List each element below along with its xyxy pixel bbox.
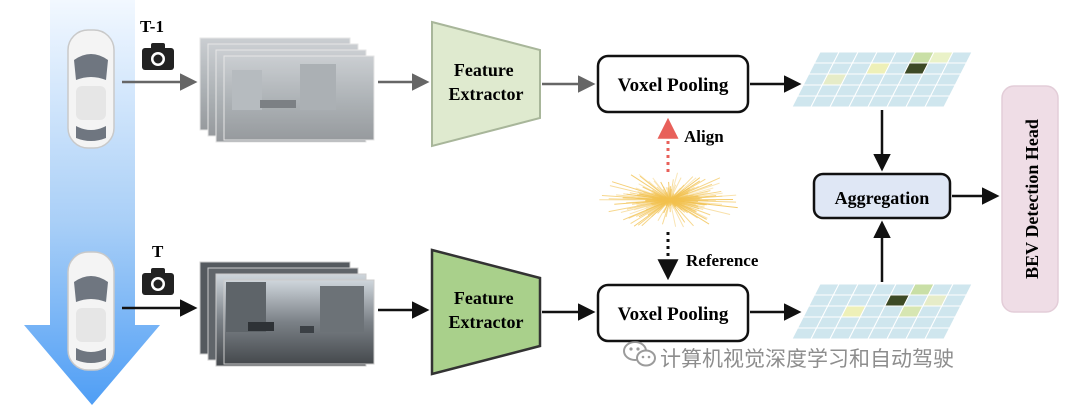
point-cloud-ray bbox=[669, 172, 679, 201]
image-stack-prev bbox=[199, 37, 375, 143]
feature-extractor-curr-line2: Extractor bbox=[449, 312, 524, 332]
watermark: 计算机视觉深度学习和自动驾驶 bbox=[623, 341, 954, 371]
point-cloud-ray bbox=[669, 199, 677, 227]
svg-text:Feature Extractor: Feature Extractor bbox=[449, 288, 524, 332]
voxel-pooling-curr: Voxel Pooling bbox=[596, 283, 750, 343]
point-cloud-ray bbox=[645, 199, 671, 211]
voxel-pooling-prev: Voxel Pooling bbox=[596, 54, 750, 114]
point-cloud-ray bbox=[661, 199, 671, 225]
feature-extractor-prev: Feature Extractor bbox=[431, 20, 541, 148]
reference-label: Reference bbox=[686, 251, 759, 270]
bev-feature-grid-curr bbox=[791, 283, 973, 340]
frame-label-curr: T bbox=[152, 242, 164, 261]
bev-detection-head: BEV Detection Head bbox=[1001, 85, 1059, 313]
camera-icon bbox=[142, 268, 174, 295]
image-stack-curr bbox=[199, 261, 375, 367]
point-cloud-ray bbox=[669, 199, 705, 206]
point-cloud-ray bbox=[630, 174, 671, 201]
point-cloud-ray bbox=[638, 173, 671, 201]
bev-detection-head-label: BEV Detection Head bbox=[1022, 119, 1042, 279]
feature-extractor-prev-line2: Extractor bbox=[449, 84, 524, 104]
point-cloud-ray bbox=[611, 181, 671, 201]
point-cloud-ray bbox=[669, 199, 731, 215]
voxel-pooling-prev-label: Voxel Pooling bbox=[618, 75, 729, 96]
point-cloud-ray bbox=[669, 176, 694, 201]
voxel-pooling-curr-label: Voxel Pooling bbox=[618, 304, 729, 325]
svg-text:Feature Extractor: Feature Extractor bbox=[449, 60, 524, 104]
time-arrow bbox=[24, 0, 160, 405]
car-icon bbox=[67, 251, 115, 371]
camera-icon bbox=[142, 43, 174, 70]
bev-feature-grid-prev bbox=[791, 51, 973, 108]
aggregation-box: Aggregation bbox=[812, 172, 952, 220]
wechat-icon bbox=[623, 341, 656, 367]
car-icon bbox=[67, 29, 115, 149]
bev-grid-cell bbox=[924, 327, 951, 340]
aggregation-label: Aggregation bbox=[835, 188, 930, 208]
frame-label-prev: T-1 bbox=[140, 17, 164, 36]
point-cloud bbox=[599, 172, 738, 228]
align-label: Align bbox=[684, 127, 724, 146]
point-cloud-ray bbox=[669, 179, 674, 201]
point-cloud-ray bbox=[669, 199, 686, 223]
watermark-text: 计算机视觉深度学习和自动驾驶 bbox=[660, 347, 954, 371]
point-cloud-ray bbox=[639, 175, 671, 201]
bev-grid-cell bbox=[924, 95, 951, 108]
feature-extractor-curr-line1: Feature bbox=[454, 288, 514, 308]
feature-extractor-prev-line1: Feature bbox=[454, 60, 514, 80]
point-cloud-ray bbox=[669, 198, 734, 201]
feature-extractor-curr: Feature Extractor bbox=[430, 248, 542, 376]
